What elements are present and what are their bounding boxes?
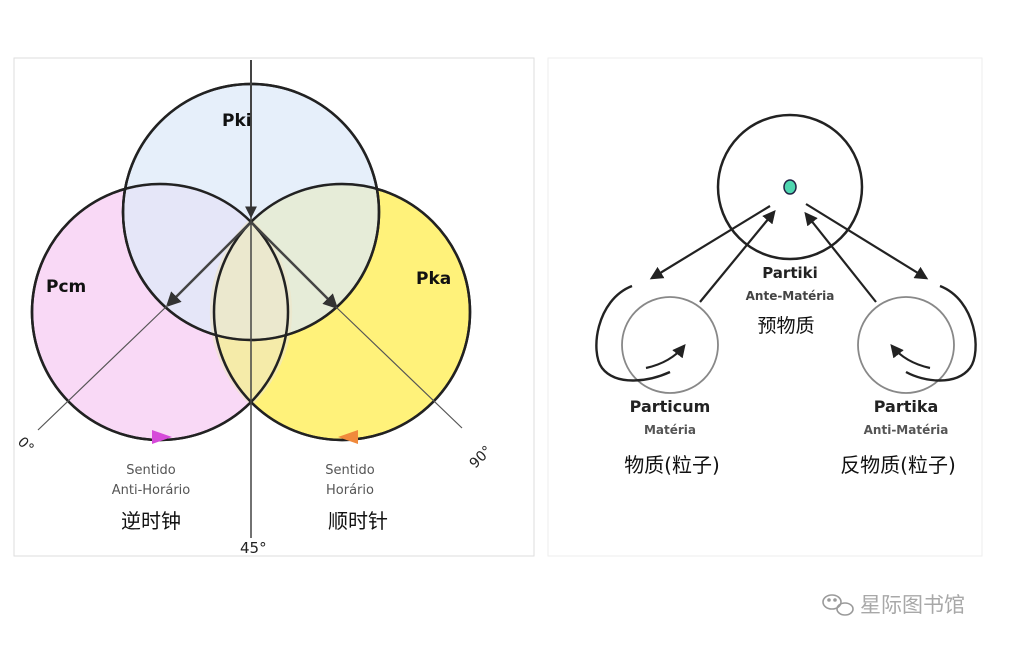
particum-cn: 物质(粒子) <box>624 453 720 477</box>
diagonal-line-90 <box>335 306 463 429</box>
right-loop <box>905 284 977 382</box>
circle-particum <box>621 296 719 394</box>
wechat-icon <box>822 594 854 616</box>
partiki-name: Partiki <box>762 264 818 282</box>
particum-sub: Matéria <box>644 423 696 437</box>
cw-caption-cn: 顺时针 <box>328 509 388 533</box>
ccw-caption-1: Sentido <box>126 463 175 478</box>
watermark-text: 星际图书馆 <box>860 593 965 617</box>
partiki-dot-icon <box>783 179 797 195</box>
watermark: 星际图书馆 <box>822 593 965 617</box>
arrow-to-pcm <box>165 221 252 308</box>
partiki-cn: 预物质 <box>757 315 814 337</box>
clockwise-arrow-icon <box>338 430 358 444</box>
left-loop-arrow <box>645 343 686 370</box>
partiki-sub: Ante-Matéria <box>746 289 835 303</box>
label-pki: Pki <box>222 111 252 131</box>
label-pka: Pka <box>416 269 451 289</box>
label-pcm: Pcm <box>46 277 86 297</box>
arrow-to-pka <box>250 221 339 310</box>
partika-cn: 反物质(粒子) <box>840 453 956 477</box>
ccw-caption-cn: 逆时钟 <box>121 509 181 533</box>
arrow-partiki-to-right <box>805 203 929 280</box>
cw-caption-1: Sentido <box>325 463 374 478</box>
partika-name: Partika <box>874 397 939 416</box>
particle-diagram: Partiki Ante-Matéria 预物质 Particum Matéri… <box>595 113 977 477</box>
arrow-particum-to-partiki <box>699 209 776 303</box>
circle-partika <box>857 296 955 394</box>
particum-name: Particum <box>630 397 711 416</box>
arrow-partiki-to-left <box>649 205 771 280</box>
diagonal-line-0 <box>37 304 169 431</box>
venn-diagram: Pki Pcm Pka 0° 45° 90° Sentido Anti-Horá… <box>14 60 496 557</box>
partika-sub: Anti-Matéria <box>864 423 949 437</box>
angle-45-label: 45° <box>240 539 267 557</box>
left-loop <box>595 284 671 382</box>
counterclockwise-arrow-icon <box>152 430 172 444</box>
arrow-partika-to-partiki <box>804 211 877 303</box>
right-loop-arrow <box>890 343 931 370</box>
ccw-caption-2: Anti-Horário <box>112 483 191 498</box>
cw-caption-2: Horário <box>326 483 374 498</box>
